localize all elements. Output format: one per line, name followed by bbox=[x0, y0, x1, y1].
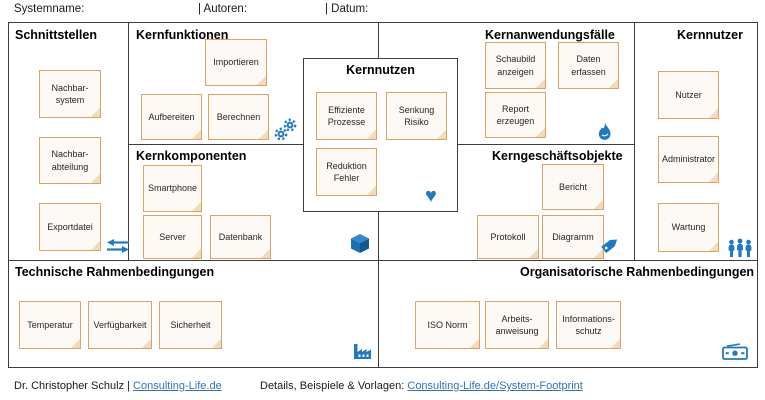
factory-icon bbox=[352, 343, 372, 364]
people-icon bbox=[727, 238, 753, 261]
title-kernkomponenten: Kernkomponenten bbox=[136, 149, 247, 163]
title-schnittstellen: Schnittstellen bbox=[15, 28, 97, 42]
title-kernnutzer: Kernnutzer bbox=[677, 28, 743, 42]
systemname-label: Systemname: bbox=[14, 3, 85, 15]
gears-icon bbox=[274, 117, 298, 145]
sticky-note[interactable]: Bericht bbox=[542, 164, 604, 210]
sticky-note[interactable]: Smartphone bbox=[143, 165, 202, 212]
sticky-note[interactable]: ISO Norm bbox=[415, 301, 480, 349]
exchange-arrows-icon bbox=[106, 238, 130, 258]
sticky-note[interactable]: Schaubild anzeigen bbox=[485, 42, 546, 89]
sticky-note[interactable]: Datenbank bbox=[210, 215, 271, 259]
sticky-note[interactable]: Protokoll bbox=[477, 215, 539, 259]
sticky-note[interactable]: Nachbar- system bbox=[39, 70, 101, 118]
sticky-note[interactable]: Berechnen bbox=[208, 94, 269, 140]
title-organisatorische-rahmenbedingungen: Organisatorische Rahmenbedingungen bbox=[520, 265, 755, 279]
footer-author-link[interactable]: Consulting-Life.de bbox=[133, 380, 222, 392]
datum-label: | Datum: bbox=[325, 3, 369, 15]
tag-icon bbox=[598, 234, 622, 260]
title-kerngeschaeftsobjekte: Kerngeschäftsobjekte bbox=[492, 149, 623, 163]
sticky-note[interactable]: Nutzer bbox=[658, 71, 719, 119]
sticky-note[interactable]: Nachbar- abteilung bbox=[39, 137, 101, 184]
sticky-note[interactable]: Report erzeugen bbox=[485, 92, 546, 138]
sticky-note[interactable]: Exportdatei bbox=[39, 203, 101, 251]
sticky-note[interactable]: Administrator bbox=[658, 136, 719, 183]
sticky-note[interactable]: Informations- schutz bbox=[556, 301, 621, 349]
sticky-note[interactable]: Reduktion Fehler bbox=[316, 148, 377, 196]
sticky-note[interactable]: Temperatur bbox=[19, 301, 81, 349]
title-kernnutzen: Kernnutzen bbox=[346, 63, 415, 77]
flame-icon bbox=[596, 122, 614, 146]
footer-details: Details, Beispiele & Vorlagen: Consultin… bbox=[260, 380, 583, 392]
footer-author-text: Dr. Christopher Schulz | bbox=[14, 380, 130, 392]
title-kernanwendungsfaelle: Kernanwendungsfälle bbox=[485, 28, 615, 42]
title-kernfunktionen: Kernfunktionen bbox=[136, 28, 229, 42]
footer-details-text: Details, Beispiele & Vorlagen: bbox=[260, 380, 405, 392]
cube-icon bbox=[350, 233, 370, 258]
sticky-note[interactable]: Sicherheit bbox=[159, 301, 222, 349]
sticky-note[interactable]: Daten erfassen bbox=[558, 42, 619, 89]
sticky-note[interactable]: Verfügbarkeit bbox=[88, 301, 152, 349]
sticky-note[interactable]: Senkung Risiko bbox=[386, 92, 447, 140]
autoren-label: | Autoren: bbox=[198, 3, 248, 15]
sticky-note[interactable]: Arbeits- anweisung bbox=[485, 301, 549, 349]
title-technische-rahmenbedingungen: Technische Rahmenbedingungen bbox=[15, 265, 215, 279]
heart-icon: ♥ bbox=[425, 185, 437, 207]
banknote-icon bbox=[722, 343, 748, 364]
sticky-note[interactable]: Aufbereiten bbox=[141, 94, 202, 140]
sticky-note[interactable]: Diagramm bbox=[542, 215, 604, 259]
sticky-note[interactable]: Importieren bbox=[205, 39, 267, 86]
sticky-note[interactable]: Server bbox=[143, 215, 202, 259]
sticky-note[interactable]: Wartung bbox=[658, 203, 719, 252]
sticky-note[interactable]: Effiziente Prozesse bbox=[316, 92, 377, 140]
footer-author: Dr. Christopher Schulz | Consulting-Life… bbox=[14, 380, 222, 392]
footer-details-link[interactable]: Consulting-Life.de/System-Footprint bbox=[407, 380, 583, 392]
